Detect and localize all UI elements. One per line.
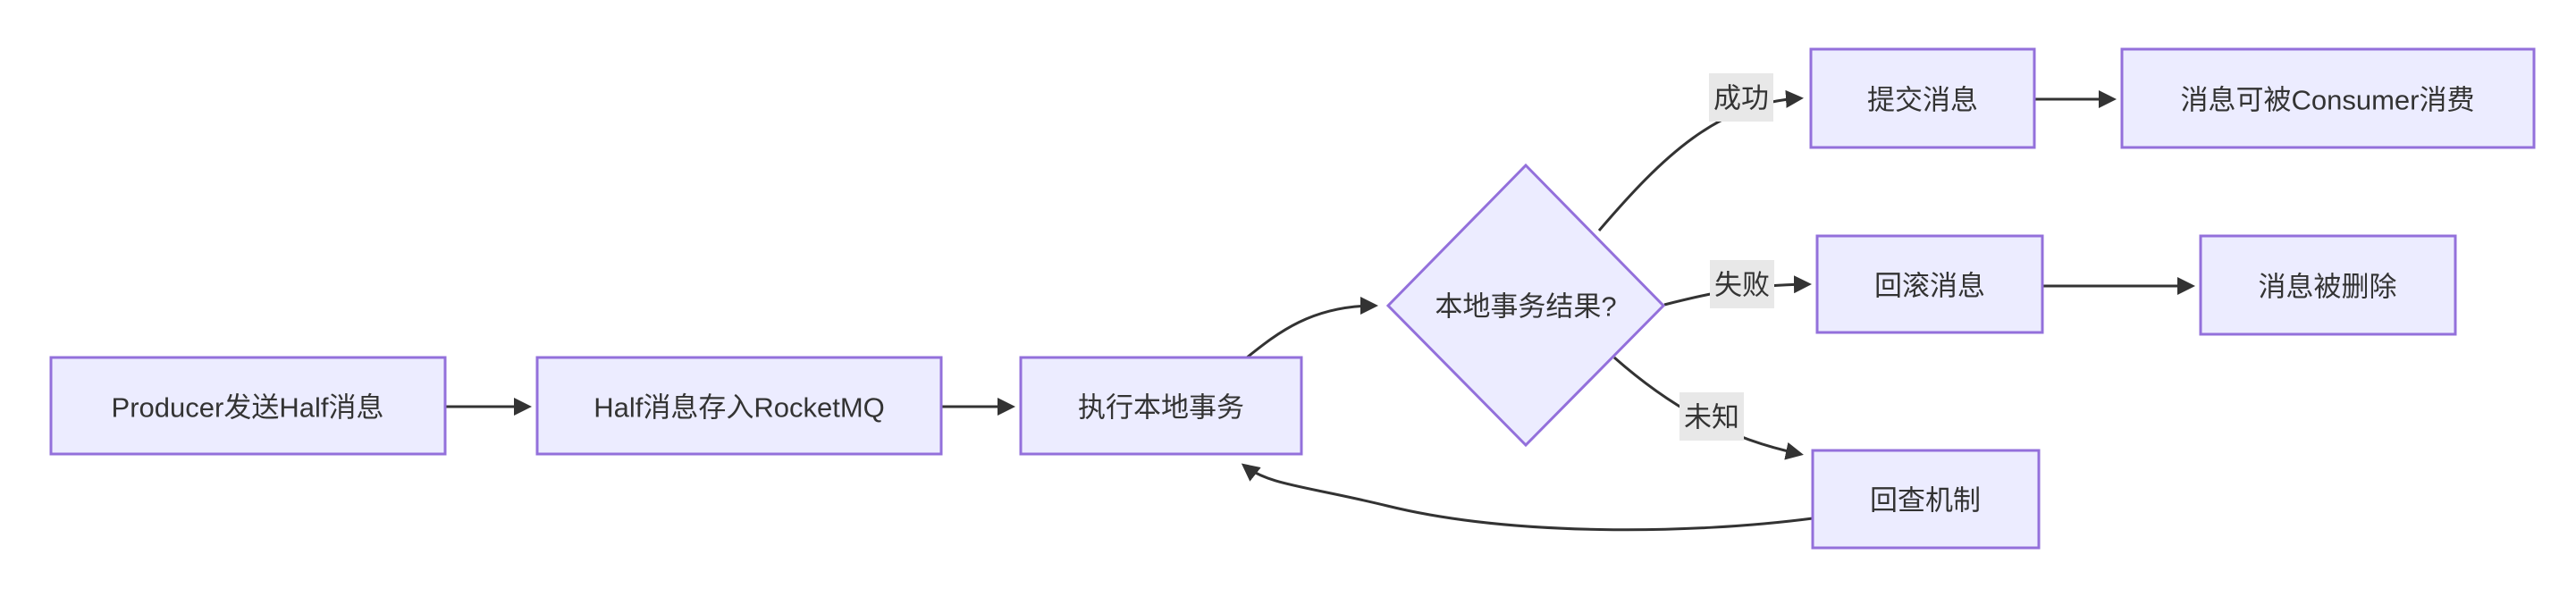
node-message-consumable-box bbox=[2120, 47, 2536, 149]
node-rollback-message: 回滚消息 bbox=[1815, 234, 2044, 334]
node-message-consumable: 消息可被Consumer消费 bbox=[2120, 47, 2536, 149]
node-commit-message: 提交消息 bbox=[1809, 47, 2036, 149]
node-local-transaction-result-decision: 本地事务结果? bbox=[1385, 163, 1666, 448]
node-label: 回查机制 bbox=[1870, 485, 1981, 517]
node-commit-message-box bbox=[1809, 47, 2036, 149]
node-execute-local-transaction: 执行本地事务 bbox=[1019, 356, 1303, 456]
edge-label-unknown-text: 未知 bbox=[1684, 402, 1739, 433]
node-message-deleted: 消息被删除 bbox=[2199, 234, 2457, 336]
edge-label-success-bg bbox=[1709, 73, 1773, 122]
node-label: Producer发送Half消息 bbox=[112, 392, 384, 424]
node-half-message-stored-rocketmq: Half消息存入RocketMQ bbox=[535, 356, 943, 456]
edge-label-success-text: 成功 bbox=[1713, 83, 1769, 114]
node-local-transaction-result-diamond bbox=[1385, 163, 1666, 448]
node-execute-local-transaction-box bbox=[1019, 356, 1303, 456]
edge-label-failure-bg bbox=[1710, 260, 1774, 308]
node-label: 执行本地事务 bbox=[1078, 392, 1244, 424]
node-half-message-stored-rocketmq-box bbox=[535, 356, 943, 456]
edge-label-failure-text: 失败 bbox=[1714, 270, 1770, 301]
node-producer-sends-half-message: Producer发送Half消息 bbox=[49, 356, 447, 456]
node-rollback-message-box bbox=[1815, 234, 2044, 334]
edge-label-unknown: 未知 bbox=[1679, 392, 1744, 441]
node-label: Half消息存入RocketMQ bbox=[593, 392, 885, 424]
node-label: 提交消息 bbox=[1867, 85, 1978, 116]
edge-execute-to-decision bbox=[1246, 297, 1378, 359]
node-label: 消息被删除 bbox=[2259, 272, 2397, 303]
node-message-deleted-box bbox=[2199, 234, 2457, 336]
node-check-back-mechanism: 回查机制 bbox=[1811, 449, 2041, 550]
edge-label-success: 成功 bbox=[1709, 73, 1773, 122]
edge-label-failure: 失败 bbox=[1710, 260, 1774, 308]
node-label: 本地事务结果? bbox=[1435, 291, 1616, 323]
edge-checkback-to-execute bbox=[1241, 463, 1814, 532]
node-check-back-mechanism-box bbox=[1811, 449, 2041, 550]
node-producer-sends-half-message-box bbox=[49, 356, 447, 456]
node-label: 消息可被Consumer消费 bbox=[2181, 85, 2475, 116]
node-label: 回滚消息 bbox=[1874, 271, 1985, 302]
edge-label-unknown-bg bbox=[1679, 392, 1744, 441]
